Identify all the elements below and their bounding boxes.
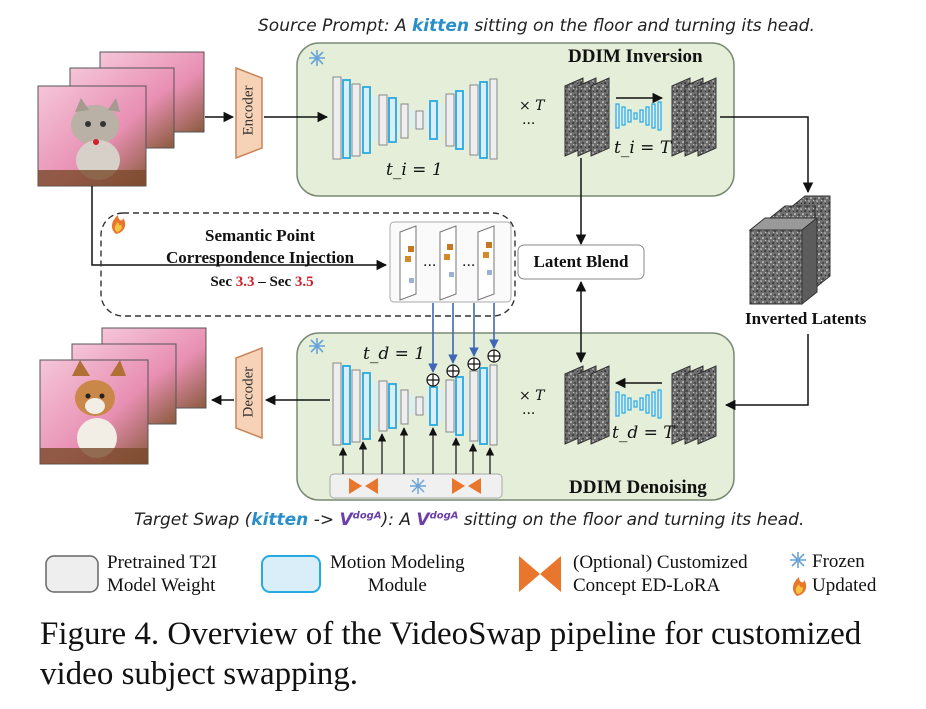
dots-spci: ... — [423, 254, 437, 270]
inverted-latents-label: Inverted Latents — [745, 309, 867, 328]
encoder-label: Encoder — [240, 85, 257, 136]
snowflake-icon — [309, 338, 325, 354]
noise-latent-stack-denoising-right — [671, 365, 717, 445]
target-prompt: Target Swap (kitten -> VdogA): A VdogA s… — [134, 510, 805, 530]
snowflake-icon — [410, 478, 426, 494]
lora-icon — [349, 478, 481, 494]
source-prompt: Source Prompt: A kitten sitting on the f… — [258, 16, 815, 36]
td-one-label: t_d = 1 — [363, 344, 426, 364]
arrow-inversion-to-inverted-latents — [720, 116, 814, 194]
noise-latent-stack-denoising-left — [564, 365, 610, 445]
unet-denoising — [332, 362, 498, 446]
point-correspondence-frames — [389, 221, 512, 303]
times-T-bottom: × T — [519, 388, 545, 404]
latent-blend-label: Latent Blend — [533, 252, 629, 271]
td-T-label: t_d = T — [612, 423, 675, 443]
times-T-top: × T — [519, 98, 545, 114]
dots-top: ... — [522, 112, 536, 128]
injection-arrows — [428, 303, 499, 373]
arrow-frames-to-spci — [91, 186, 388, 271]
kitten-video-frames — [37, 51, 205, 187]
snowflake-icon — [790, 552, 806, 568]
legend-updated-text: Updated — [812, 575, 877, 596]
ti-T-label: t_i = T — [614, 138, 672, 158]
dog-video-frames — [39, 327, 207, 465]
figure-caption-line2: video subject swapping. — [40, 656, 359, 692]
decoder-block — [235, 346, 263, 440]
unet-inversion — [332, 76, 498, 160]
dots-bottom: ... — [522, 402, 536, 418]
injection-add-nodes — [426, 349, 501, 387]
encoder-block — [235, 66, 263, 160]
spci-dashed-box — [100, 212, 516, 317]
arrow-inverted-latents-to-denoising — [724, 334, 809, 411]
latent-blend-box — [517, 244, 645, 280]
inverted-latents-stack — [748, 195, 831, 306]
legend-pretrained-swatch — [45, 555, 99, 593]
ddim-inversion-label: DDIM Inversion — [568, 46, 703, 67]
mini-unet-denoising — [615, 389, 662, 419]
ddim-inversion-panel — [296, 42, 735, 197]
fire-icon — [792, 577, 807, 596]
decoder-label: Decoder — [240, 366, 257, 418]
snowflake-icon — [309, 50, 325, 66]
spci-title-line1: Semantic Point — [204, 226, 316, 245]
dots-spci-2: ... — [462, 254, 476, 270]
noise-latent-stack-inversion-right — [671, 77, 717, 157]
legend-motion-swatch — [261, 555, 321, 593]
legend-lora-icon — [519, 556, 561, 592]
fire-icon — [111, 215, 126, 234]
conditioning-arrows — [338, 427, 495, 474]
spci-sections: Sec 3.3 – Sec 3.5 — [210, 274, 314, 290]
ti-one-label: t_i = 1 — [386, 160, 443, 180]
ddim-denoising-panel — [296, 332, 735, 501]
noise-latent-stack-inversion-left — [564, 77, 610, 157]
figure-caption-line1: Figure 4. Overview of the VideoSwap pipe… — [40, 616, 862, 652]
legend-frozen-text: Frozen — [812, 551, 865, 572]
spci-title-line2: Correspondence Injection — [165, 248, 355, 267]
ddim-denoising-label: DDIM Denoising — [569, 477, 707, 498]
mini-unet-inversion — [615, 101, 662, 131]
